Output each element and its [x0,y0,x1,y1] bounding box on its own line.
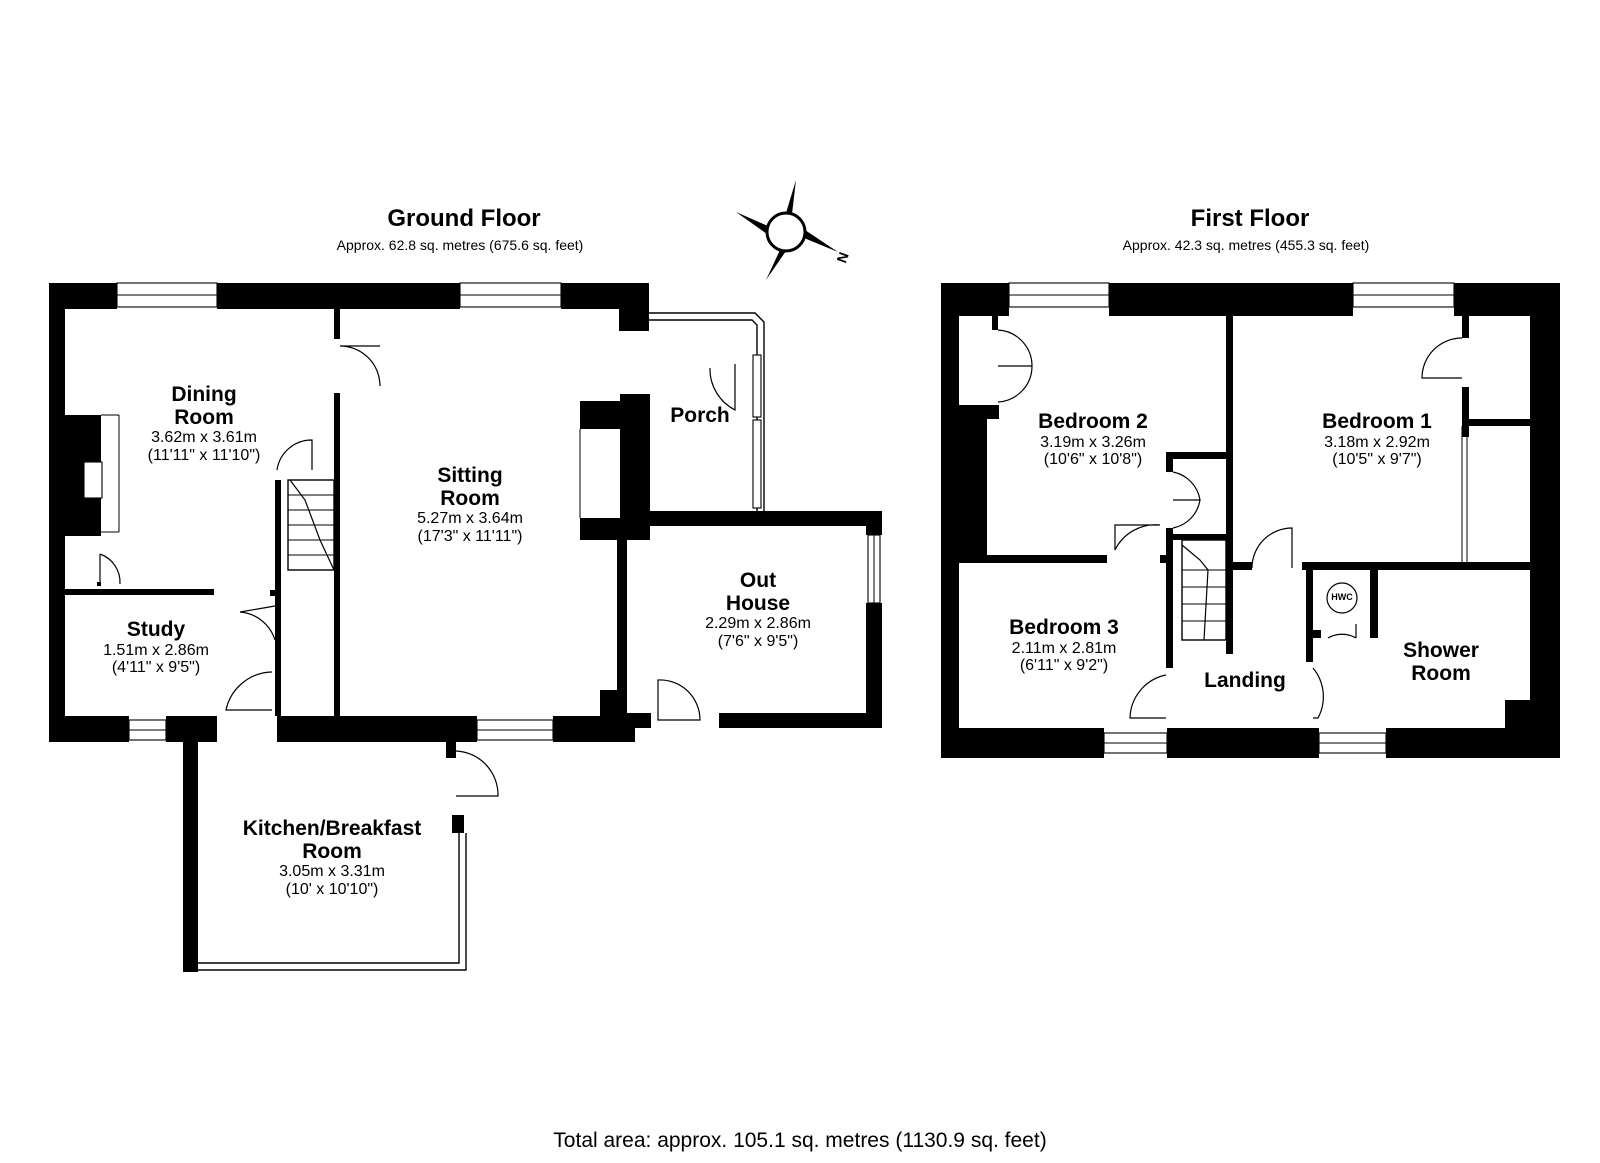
gf-door-sitting-kitchen [455,750,499,797]
gf-wall-kitchen-post [446,742,456,758]
gf-door-kitchen [225,671,273,711]
ff-door-bed3 [1129,674,1167,719]
first-floor-title: First Floor [1190,205,1310,232]
ff-wall-bed2-bed1 [1226,316,1233,568]
gf-door-dining-sitting [339,345,381,387]
ff-wall-left [941,283,959,758]
ground-floor-plan [49,282,882,972]
room-label-shower-room: Shower Room [1403,639,1479,685]
total-area: Total area: approx. 105.1 sq. metres (11… [553,1129,1047,1152]
room-label-dining-room: Dining Room 3.62m x 3.61m (11'11" x 11'1… [147,383,261,464]
gf-wall-bottom-study [166,716,217,742]
ff-door-shower [1312,667,1324,719]
gf-chimney-sitting [580,401,620,429]
ff-stairs [1181,539,1227,641]
gf-stairs [287,479,335,571]
room-label-bedroom-3: Bedroom 3 2.11m x 2.81m (6'11" x 9'2") [1009,616,1119,674]
ground-floor-title: Ground Floor [387,205,541,232]
ff-wall-right [1530,283,1560,758]
ff-door-bed2 [1114,524,1161,551]
gf-wall-left [49,283,65,742]
first-floor-plan [941,282,1560,758]
ff-wall-top-mid [1109,283,1353,316]
gf-wall-top-mid [217,283,460,309]
room-label-landing: Landing [1204,669,1286,692]
ff-wall-bottom-right [1386,728,1560,758]
gf-porch-glazing [649,312,765,511]
first-floor-area: Approx. 42.3 sq. metres (455.3 sq. feet) [1122,237,1370,253]
room-label-study: Study 1.51m x 2.86m (4'11" x 9'5") [103,618,209,676]
gf-door-outhouse [657,679,701,721]
gf-wall-dining-sitting [334,309,340,339]
gf-wall-top-corner [619,283,649,331]
room-label-bedroom-1: Bedroom 1 3.18m x 2.92m (10'5" x 9'7") [1322,410,1432,468]
room-label-porch: Porch [670,404,730,427]
room-label-out-house: Out House 2.29m x 2.86m (7'6" x 9'5") [705,569,811,650]
room-label-kitchen-breakfast-room: Kitchen/Breakfast Room 3.05m x 3.31m (10… [242,817,422,898]
room-label-bedroom-2: Bedroom 2 3.19m x 3.26m (10'6" x 10'8") [1038,410,1148,468]
gf-wall-outhouse-top [620,511,882,526]
ground-floor-area: Approx. 62.8 sq. metres (675.6 sq. feet) [336,237,584,253]
gf-door-study [99,553,121,585]
ff-wall-bottom-mid [1167,728,1319,758]
gf-wall-study-top [65,589,214,595]
compass-rose-icon [736,180,838,280]
label-hwc: HWC [1331,592,1353,602]
gf-wall-bottom-mid [277,716,477,742]
gf-wall-kitchen-left [183,742,198,972]
ff-wall-bottom-left [941,728,1104,758]
gf-fireplace-dining [83,461,103,499]
room-label-sitting-room: Sitting Room 5.27m x 3.64m (17'3" x 11'1… [417,464,523,545]
gf-wall-bottom-left [49,716,129,742]
